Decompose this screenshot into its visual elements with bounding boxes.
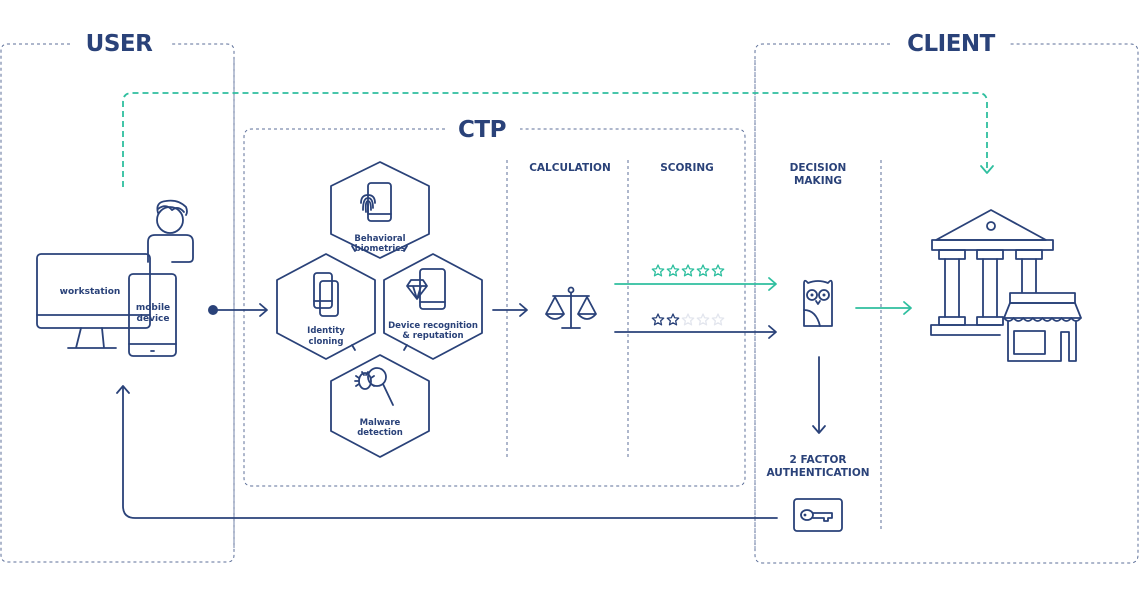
module-label-line2: cloning: [309, 337, 344, 347]
workstation-icon: workstation: [36, 253, 151, 349]
column-decision-line2: MAKING: [794, 175, 842, 187]
decision-to-client-arrow: [855, 301, 912, 315]
star-empty-icon: [696, 313, 710, 326]
star-empty-icon: [711, 313, 725, 326]
return-to-user-path: [116, 385, 778, 519]
two-factor-label-line1: 2 FACTOR: [790, 454, 847, 466]
client-boundary: [754, 43, 1139, 564]
arrowhead-icon: [768, 277, 777, 291]
arrowhead-icon: [768, 325, 777, 339]
user-title: USER: [86, 31, 153, 57]
star-filled-icon: [711, 264, 725, 277]
module-label-line1: Identity: [307, 326, 345, 336]
two-factor-label-line2: AUTHENTICATION: [766, 467, 869, 479]
scales-icon: [545, 286, 597, 329]
low-score-flow: [614, 313, 777, 339]
module-label-line2: & reputation: [402, 331, 463, 341]
decision-to-2fa-arrow: [812, 356, 826, 434]
ctp-section: CTP: [243, 117, 746, 487]
mobile-device-icon: mobile device: [128, 273, 177, 357]
modules-to-calculation-arrow: [492, 303, 528, 317]
star-filled-icon: [666, 313, 680, 326]
arrowhead-icon: [259, 303, 268, 317]
client-title: CLIENT: [907, 31, 996, 57]
module-label-line1: Behavioral: [354, 234, 405, 244]
mobile-label-line1: mobile: [136, 303, 170, 313]
direct-flow-path: [122, 92, 988, 187]
arrowhead-icon: [116, 385, 130, 394]
module-malware-detection: Malware detection: [330, 354, 430, 458]
module-label-line2: biometrics: [355, 244, 406, 254]
client-section: CLIENT: [754, 31, 1139, 564]
column-decision-line1: DECISION: [790, 162, 847, 174]
module-label-line1: Device recognition: [388, 321, 478, 331]
star-empty-icon: [681, 313, 695, 326]
module-device-recognition: Device recognition & reputation: [383, 253, 483, 360]
key-icon: [800, 509, 833, 522]
diamond-phone-icon: [406, 268, 446, 310]
star-filled-icon: [651, 313, 665, 326]
owl-icon: [803, 279, 833, 327]
arrowhead-icon: [519, 303, 528, 317]
arrowhead-icon: [903, 301, 912, 315]
workstation-label: workstation: [60, 287, 121, 297]
high-score-flow: [614, 264, 777, 291]
rating-stars-low: [651, 313, 725, 326]
user-person-icon: [147, 199, 194, 263]
column-scoring: SCORING: [660, 162, 714, 174]
module-behavioral-biometrics: Behavioral biometrics: [330, 161, 430, 259]
user-section: USER: [0, 31, 235, 563]
star-filled-icon: [696, 264, 710, 277]
shop-icon: [1003, 292, 1082, 362]
ctp-title: CTP: [458, 117, 506, 143]
user-to-ctp-arrow: [208, 303, 268, 317]
arrowhead-icon: [812, 425, 826, 434]
module-label-line2: detection: [357, 428, 403, 438]
star-filled-icon: [666, 264, 680, 277]
fingerprint-phone-icon: [360, 182, 392, 222]
hex-connectors: [351, 245, 408, 351]
rating-stars-high: [651, 264, 725, 277]
bug-magnifier-icon: [354, 367, 394, 406]
cloned-phones-icon: [313, 272, 339, 317]
direct-flow-arrowhead-icon: [980, 165, 994, 174]
module-identity-cloning: Identity cloning: [276, 253, 376, 360]
two-factor-key-button[interactable]: [793, 498, 843, 532]
star-filled-icon: [651, 264, 665, 277]
module-label-line1: Malware: [360, 418, 401, 428]
star-filled-icon: [681, 264, 695, 277]
column-calculation: CALCULATION: [529, 162, 611, 174]
mobile-label-line2: device: [137, 314, 170, 324]
bank-icon: [930, 209, 1054, 336]
user-boundary: [0, 43, 235, 563]
